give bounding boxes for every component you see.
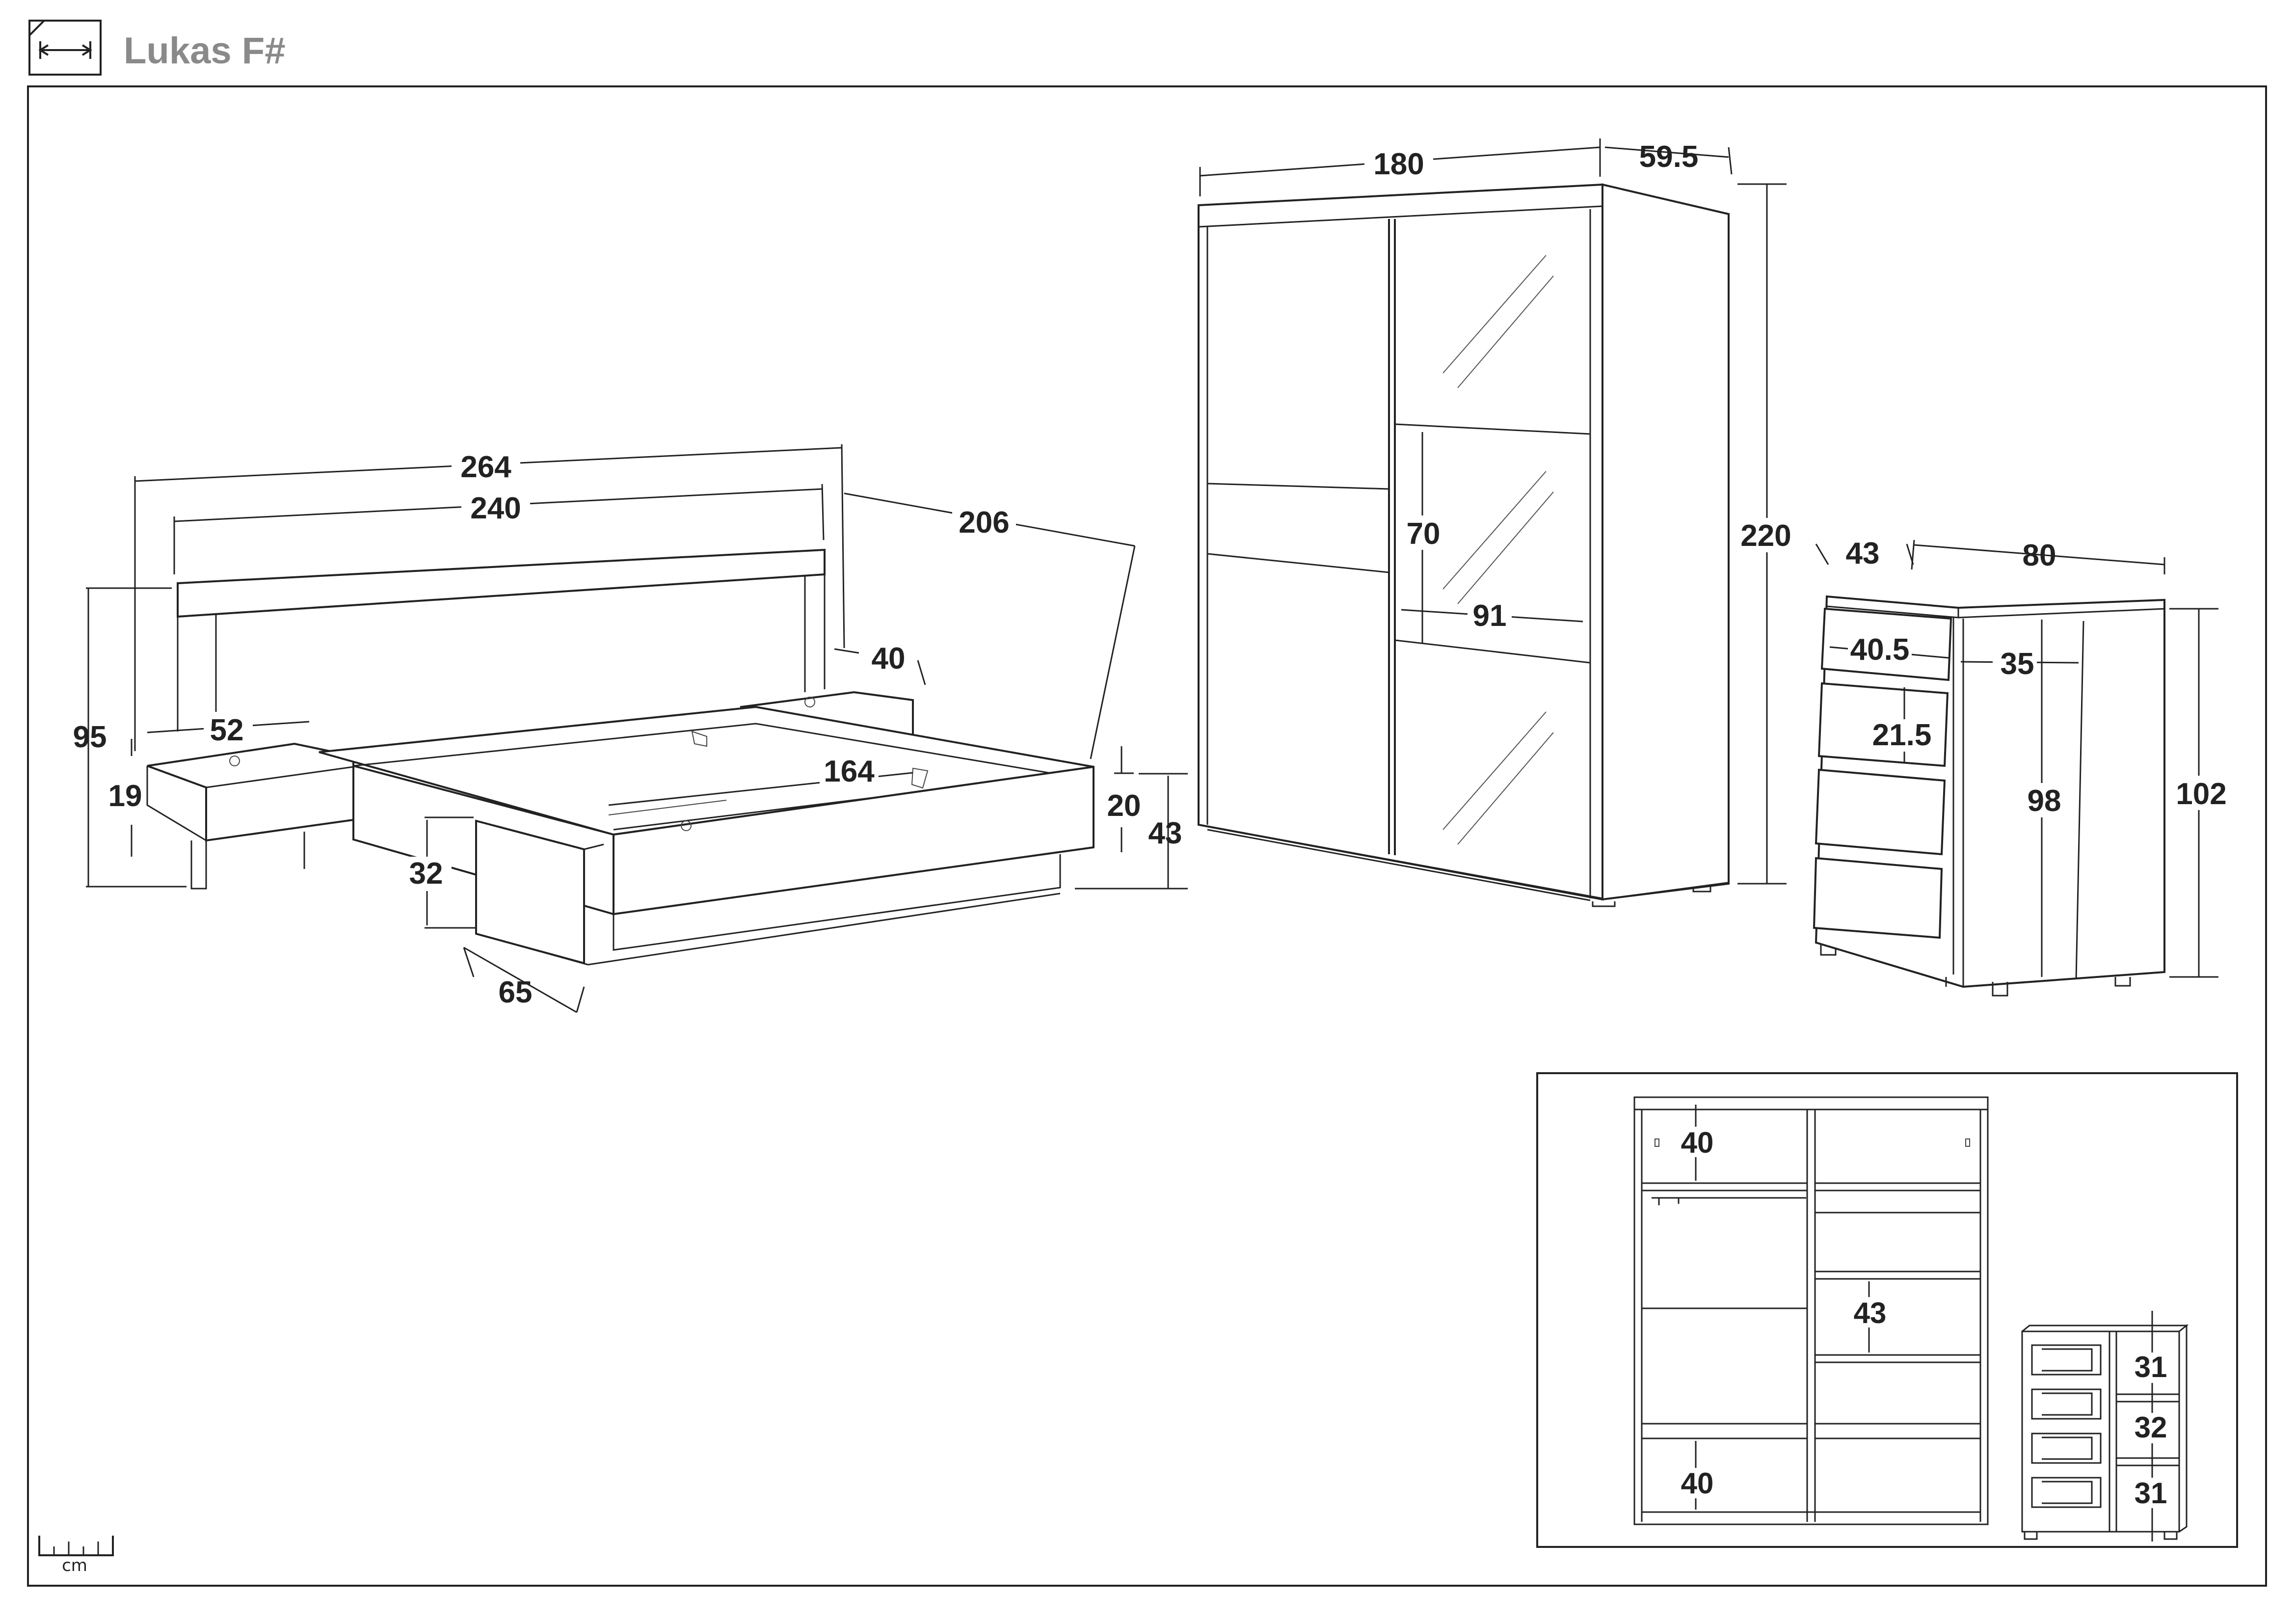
bed-total-height-label: 43 — [1148, 816, 1182, 850]
chest-width-label: 80 — [2023, 539, 2056, 572]
bed-headboard-height-label: 95 — [73, 720, 107, 754]
measure-document-icon — [28, 20, 102, 76]
chest-depth-label: 43 — [1846, 537, 1880, 570]
drawer-height-label: 32 — [409, 857, 443, 891]
nightstand-depth-label: 40 — [872, 642, 906, 676]
scale-unit-label: cm — [62, 1556, 87, 1575]
chest-shelf-bottom-label: 31 — [2135, 1477, 2167, 1510]
nightstand-height-label: 19 — [108, 779, 142, 813]
interior-inset-frame — [1536, 1072, 2238, 1548]
chest-drawer-height-label: 21.5 — [1872, 718, 1932, 752]
wardrobe-drawing — [1198, 183, 1730, 907]
chest-drawing — [1813, 595, 2165, 997]
wardrobe-width-label: 180 — [1373, 147, 1424, 181]
bed-frame-height-label: 20 — [1107, 789, 1141, 823]
interior-bottom-shelf-label: 40 — [1681, 1467, 1714, 1500]
mirror-width-label: 91 — [1473, 599, 1507, 633]
bed-drawing — [146, 548, 1095, 966]
wardrobe-interior-drawing — [1633, 1096, 1989, 1525]
bed-headboard-width-label: 240 — [470, 491, 521, 525]
chest-interior-drawing — [2021, 1311, 2189, 1542]
page-title: Lukas F# — [124, 30, 286, 72]
wardrobe-depth-label: 59.5 — [1639, 140, 1699, 174]
chest-shelf-top-label: 31 — [2135, 1351, 2167, 1383]
chest-height-label: 102 — [2176, 777, 2226, 811]
wardrobe-height-label: 220 — [1740, 519, 1791, 553]
ruler-icon: cm — [38, 1536, 114, 1575]
chest-door-width-label: 35 — [2001, 647, 2034, 681]
mattress-width-label: 164 — [824, 755, 875, 788]
mirror-height-label: 70 — [1407, 517, 1441, 551]
bed-overall-width-label: 264 — [460, 450, 511, 484]
chest-shelf-mid-label: 32 — [2135, 1411, 2167, 1444]
interior-shelf-spacing-label: 43 — [1854, 1297, 1887, 1329]
drawer-depth-label: 65 — [499, 975, 533, 1009]
bed-length-label: 206 — [959, 506, 1009, 540]
interior-top-shelf-label: 40 — [1681, 1126, 1714, 1159]
chest-drawer-width-label: 40.5 — [1850, 633, 1910, 667]
chest-body-height-label: 98 — [2028, 784, 2061, 818]
nightstand-width-label: 52 — [210, 713, 244, 747]
sheet-border — [27, 85, 2267, 1587]
